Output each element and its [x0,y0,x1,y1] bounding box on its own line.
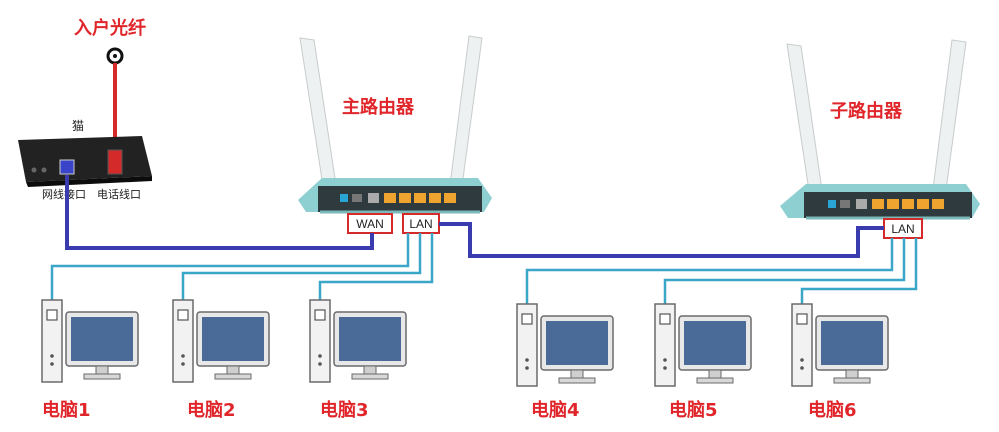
lan-cable-pc2 [181,233,422,300]
wan-port-label: WAN [356,217,384,231]
modem-network-port-label: 网线接口 [42,187,86,201]
modem-to-wan-cable [65,175,374,250]
wifi-router-icon [298,35,492,214]
lan-cable-pc5 [663,238,906,304]
computer-4: 电脑4 [516,303,614,421]
desktop-computer-icon [516,303,614,387]
main-router-label: 主路由器 [342,96,415,118]
computer-1: 电脑1 [41,299,139,421]
sub-router: 子路由器 LAN [780,39,980,239]
desktop-computer-icon [654,303,752,387]
lan-cable-pc1 [50,233,410,300]
computer-6: 电脑6 [791,303,889,421]
desktop-computer-icon [309,299,407,383]
desktop-computer-icon [172,299,270,383]
computer-label: 电脑3 [320,399,369,421]
modem-label: 猫 [72,119,84,133]
lan-cable-pc3 [318,233,434,300]
computer-label: 电脑6 [808,399,857,421]
desktop-computer-icon [41,299,139,383]
sub-router-label: 子路由器 [830,100,903,122]
wan-port-tag: WAN [347,213,393,234]
lan-port-tag-main: LAN [402,213,440,234]
modem-device-icon: 猫 网线接口 电话线口 [18,119,152,201]
modem-phone-port-label: 电话线口 [97,187,141,201]
main-lan-to-sub-lan-cable [439,222,884,258]
fiber-label: 入户光纤 [74,17,146,39]
computer-2: 电脑2 [172,299,270,421]
fiber-input: 入户光纤 [74,17,146,172]
fiber-jack-icon [106,47,124,65]
computer-label: 电脑5 [669,399,718,421]
computer-5: 电脑5 [654,303,752,421]
computers: 电脑1 电脑2 电脑3 电脑4 电脑5 电脑6 [41,299,889,421]
lan-port-tag-sub: LAN [883,218,923,239]
main-router: 主路由器 WAN LAN [298,35,492,234]
computer-3: 电脑3 [309,299,407,421]
lan-port-label-main: LAN [409,217,432,231]
computer-label: 电脑1 [42,399,91,421]
lan-port-label-sub: LAN [891,222,914,236]
computer-label: 电脑4 [531,399,580,421]
lan-cable-pc4 [525,238,894,304]
desktop-computer-icon [791,303,889,387]
lan-cable-pc6 [800,238,918,304]
computer-label: 电脑2 [187,399,236,421]
wifi-router-icon [780,39,980,220]
